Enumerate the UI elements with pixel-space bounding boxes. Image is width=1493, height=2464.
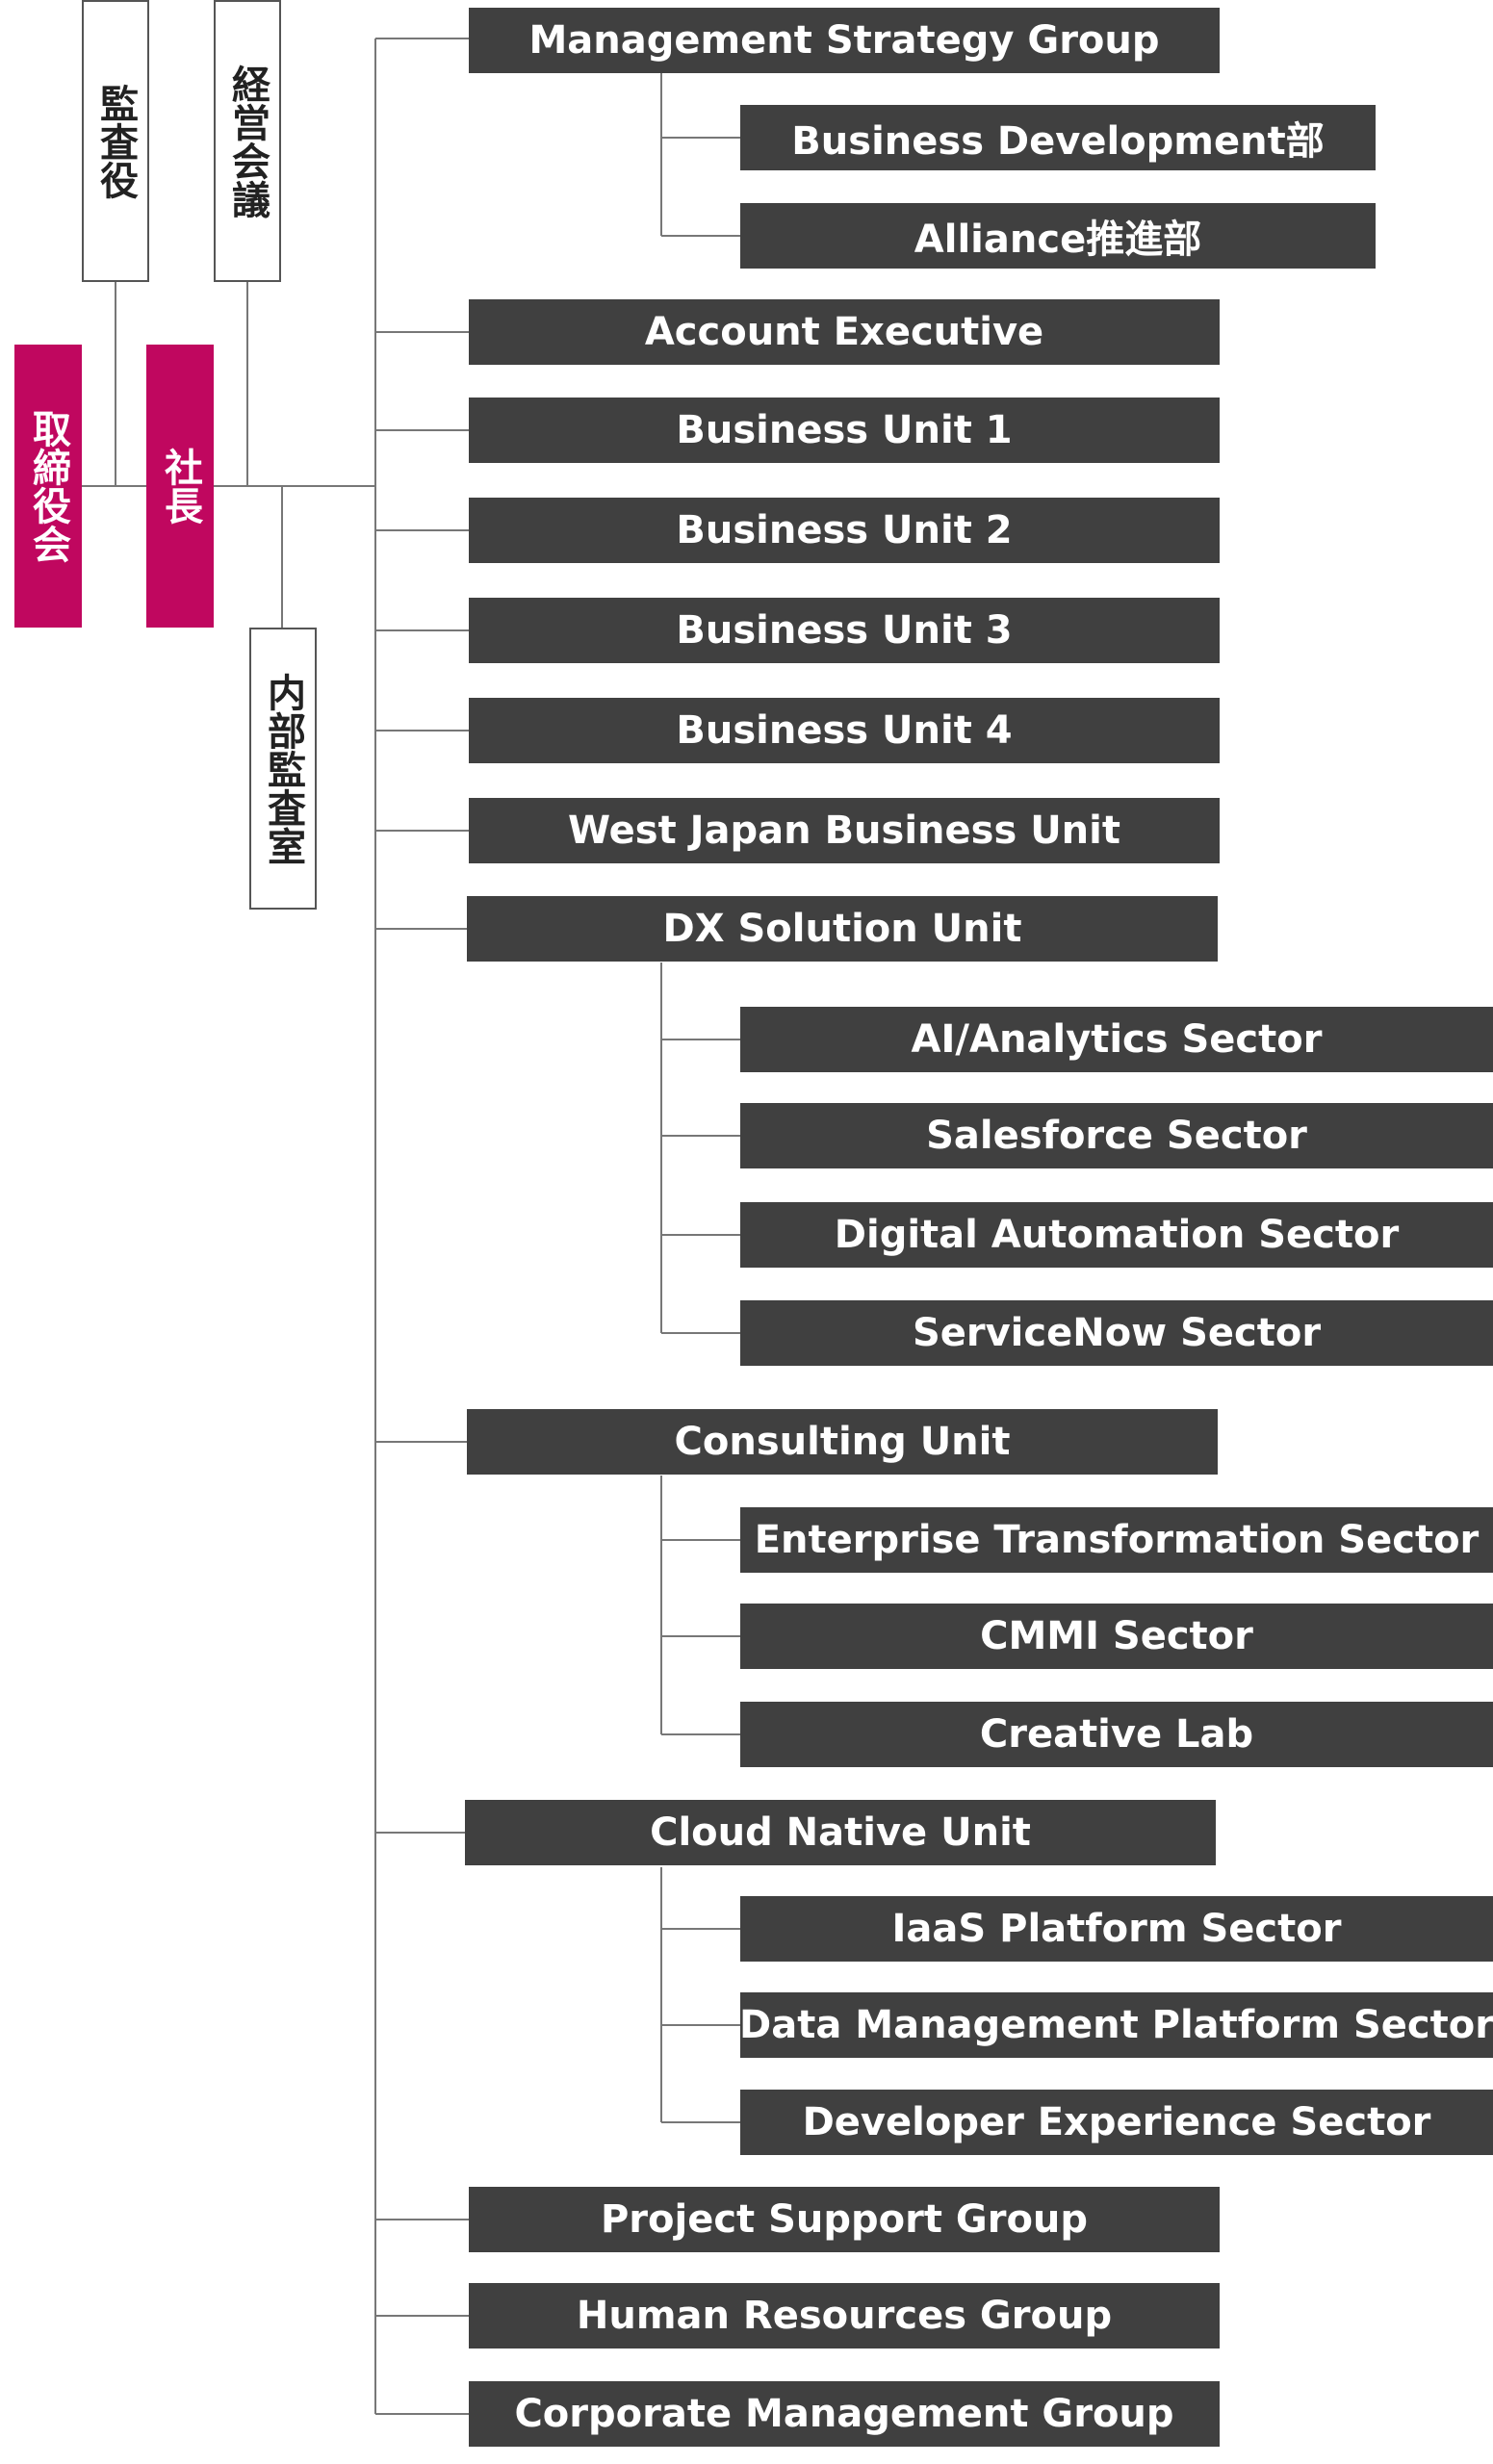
internal-audit-box: 内部監査室 xyxy=(249,628,317,910)
cloud-native-unit-box: Cloud Native Unit xyxy=(465,1800,1216,1865)
management-strategy-group-box: Management Strategy Group xyxy=(469,8,1220,73)
board-of-directors-box: 取締役会 xyxy=(14,345,82,628)
west-japan-business-unit-box: West Japan Business Unit xyxy=(469,798,1220,863)
digital-automation-sector-box: Digital Automation Sector xyxy=(740,1202,1493,1268)
enterprise-transformation-sector-box: Enterprise Transformation Sector xyxy=(740,1507,1493,1573)
alliance-box: Alliance推進部 xyxy=(740,203,1376,269)
account-executive-box: Account Executive xyxy=(469,299,1220,365)
business-development-box: Business Development部 xyxy=(740,105,1376,170)
developer-experience-sector-box: Developer Experience Sector xyxy=(740,2090,1493,2155)
human-resources-group-box: Human Resources Group xyxy=(469,2283,1220,2348)
dx-solution-unit-box: DX Solution Unit xyxy=(467,896,1218,962)
ai-analytics-sector-box: AI/Analytics Sector xyxy=(740,1007,1493,1072)
exec-meeting-box: 経営会議 xyxy=(214,0,281,282)
salesforce-sector-box: Salesforce Sector xyxy=(740,1103,1493,1168)
iaas-platform-sector-box: IaaS Platform Sector xyxy=(740,1896,1493,1962)
president-box: 社長 xyxy=(146,345,214,628)
business-unit-2-box: Business Unit 2 xyxy=(469,498,1220,563)
business-unit-1-box: Business Unit 1 xyxy=(469,398,1220,463)
business-unit-4-box: Business Unit 4 xyxy=(469,698,1220,763)
consulting-unit-box: Consulting Unit xyxy=(467,1409,1218,1475)
data-management-platform-sector-box: Data Management Platform Sector xyxy=(740,1992,1493,2058)
corporate-management-group-box: Corporate Management Group xyxy=(469,2381,1220,2447)
project-support-group-box: Project Support Group xyxy=(469,2187,1220,2252)
auditor-box: 監査役 xyxy=(82,0,149,282)
servicenow-sector-box: ServiceNow Sector xyxy=(740,1300,1493,1366)
business-unit-3-box: Business Unit 3 xyxy=(469,598,1220,663)
creative-lab-box: Creative Lab xyxy=(740,1702,1493,1767)
cmmi-sector-box: CMMI Sector xyxy=(740,1604,1493,1669)
